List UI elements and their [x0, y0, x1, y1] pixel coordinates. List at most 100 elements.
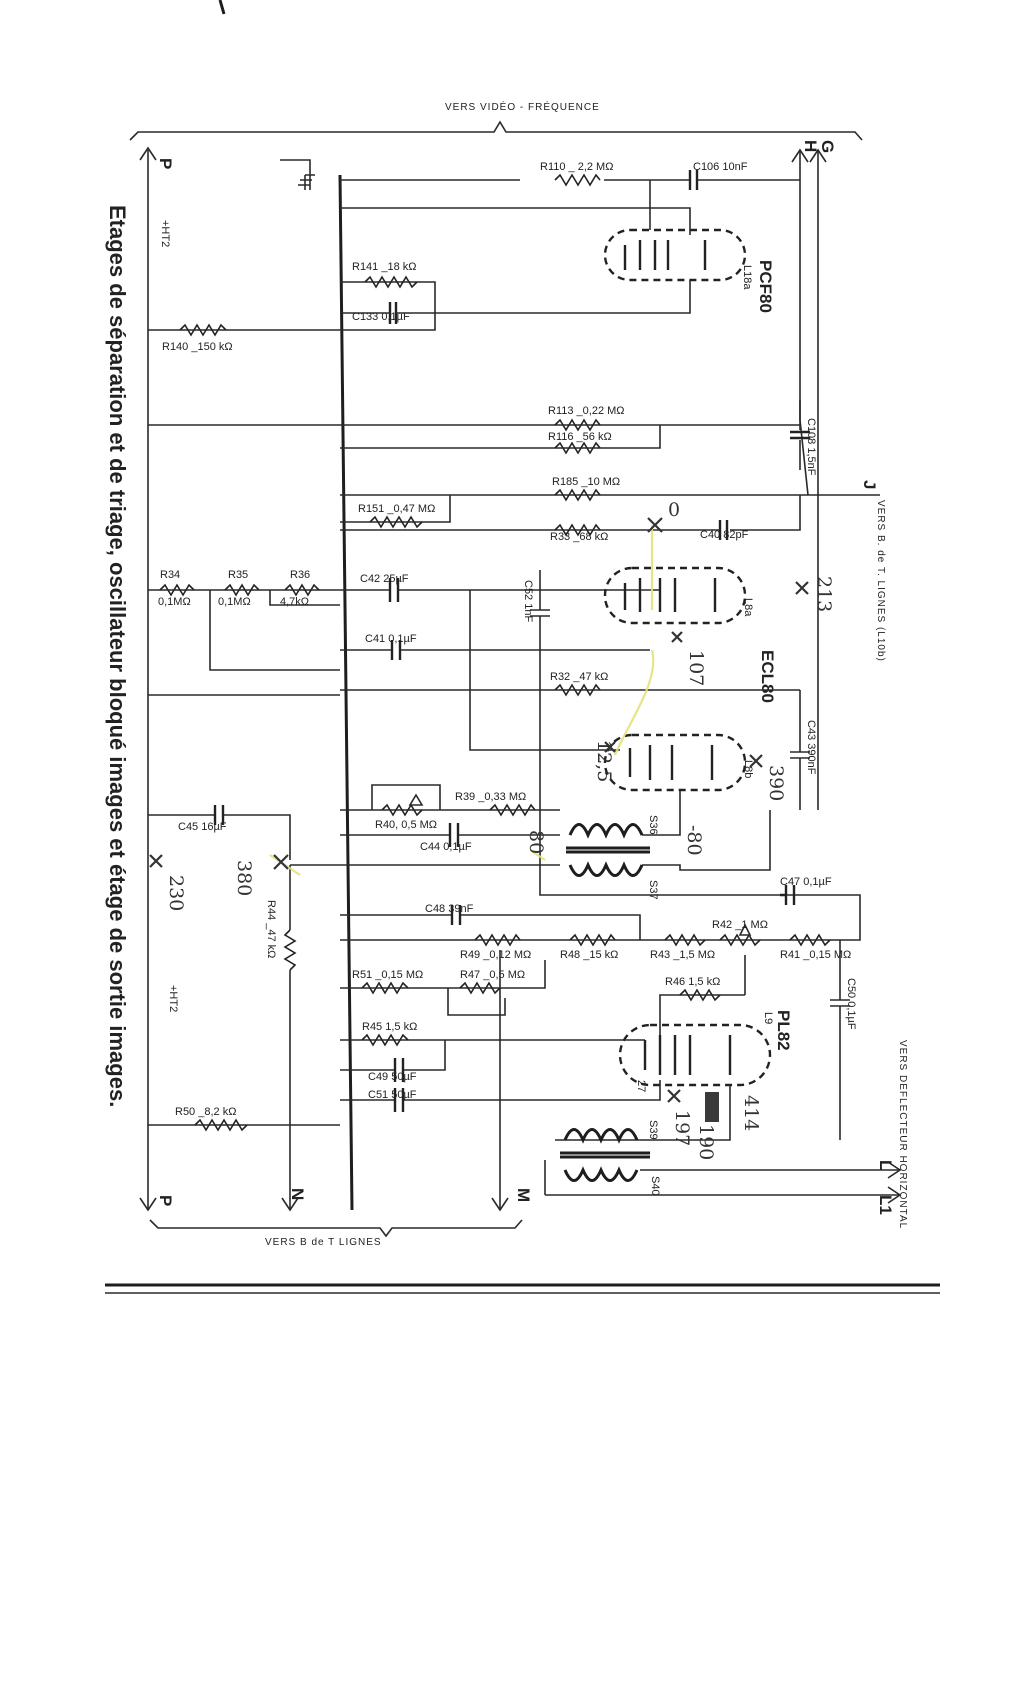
wire-c45: [148, 814, 291, 860]
tube-ref-l8a: L8a: [742, 598, 754, 617]
res-r110: [554, 173, 601, 187]
res-r39: [489, 803, 536, 817]
res-r185: [554, 488, 601, 502]
lbl-c52: C52 1nF: [522, 580, 534, 622]
lbl-c42: C42 25µF: [360, 573, 409, 585]
mark-x-5: [749, 754, 763, 768]
conn-m: M: [514, 1188, 533, 1202]
hand-197: 197: [671, 1110, 693, 1146]
res-r151: [369, 515, 423, 529]
res-r33: [554, 523, 601, 537]
lbl-c50: C50 0,1µF: [845, 978, 857, 1030]
ground-link: [280, 159, 311, 190]
tube-ecl80-b-electrodes: [628, 745, 714, 780]
wire-l8b-grid: [469, 590, 620, 751]
hand-390: 390: [765, 765, 787, 801]
wire-l-outputs: [545, 1169, 900, 1196]
lbl-r51: R51 _0,15 MΩ: [352, 969, 423, 981]
wire-r47-loop: [447, 988, 506, 1016]
res-r140: [179, 323, 227, 337]
arrow-m: [491, 1197, 509, 1212]
lbl-c45: C45 16µF: [178, 821, 227, 833]
arrow-g: [791, 148, 809, 163]
ht-bottom-note: +HT2: [167, 985, 179, 1012]
res-r50: [194, 1118, 248, 1132]
tube-ref-l9: L9: [762, 1012, 774, 1024]
lbl-r48: R48 _15 kΩ: [560, 949, 618, 961]
res-r32: [554, 683, 601, 697]
wire-r141-c133: [340, 281, 436, 331]
mark-x-7: [273, 854, 289, 870]
conn-n: N: [288, 1188, 307, 1200]
cap-c44: [448, 823, 460, 847]
lbl-r49: R49 _0,12 MΩ: [460, 949, 531, 961]
tube-name-pcf80: PCF80: [756, 260, 775, 313]
lbl-r39: R39 _0,33 MΩ: [455, 791, 526, 803]
conn-p-bottom: P: [156, 1195, 175, 1206]
lbl-r185: R185 _10 MΩ: [552, 476, 620, 488]
hand-0: 0: [668, 499, 680, 521]
wire-c133-out: [340, 280, 691, 314]
hand-190: 190: [695, 1124, 717, 1160]
transformer-s36-core: [566, 846, 650, 854]
mark-x-4: [604, 741, 616, 753]
cap-c108: [790, 430, 810, 440]
lbl-r33: R33 _68 kΩ: [550, 531, 608, 543]
res-r35: [224, 583, 260, 597]
lbl-c43: C43 390nF: [805, 720, 817, 775]
lbl-c40: C40 82pF: [700, 529, 749, 541]
wire-pcf-top: [340, 207, 691, 235]
wire-c50: [830, 940, 850, 1140]
hand-414: 414: [740, 1095, 762, 1131]
conn-l1: L1: [876, 1195, 895, 1215]
tube-ref-l8b: L8b: [742, 760, 754, 778]
top-bracket: [129, 120, 863, 141]
tube-pl82: [618, 1023, 772, 1087]
wire-c51: [340, 1080, 661, 1101]
pot-r40-wiper: [408, 793, 424, 806]
lbl-r113: R113 _0,22 MΩ: [548, 405, 625, 417]
arrow-h: [809, 148, 827, 163]
res-r41: [789, 933, 831, 947]
mark-x-6: [149, 854, 163, 868]
lbl-s39: S39: [647, 1120, 659, 1140]
wire-c47-loop: [340, 860, 861, 941]
res-r34: [159, 583, 195, 597]
cap-c47: [780, 885, 796, 905]
lbl-r50: R50 _8,2 kΩ: [175, 1106, 236, 1118]
lbl-r141: R141 _18 kΩ: [352, 261, 417, 273]
res-r48: [569, 933, 616, 947]
lbl-r151: R151 _0,47 MΩ: [358, 503, 435, 515]
cap-c41: [390, 640, 402, 660]
arrow-p-bottom: [139, 1197, 157, 1212]
conn-l: L: [876, 1160, 895, 1170]
bottom-bracket: [149, 1219, 523, 1238]
lbl-r140: R140 _150 kΩ: [162, 341, 233, 353]
arrow-p-top: [139, 146, 157, 161]
top-edge-mark: [218, 0, 226, 15]
lbl-r36-val: 4,7kΩ: [280, 596, 309, 608]
transformer-s39-core: [560, 1151, 650, 1159]
lbl-r40: R40, 0,5 MΩ: [375, 819, 437, 831]
lbl-r43: R43 _1,5 MΩ: [650, 949, 715, 961]
res-r40: [381, 803, 423, 817]
wire-r116: [340, 425, 661, 449]
arrow-n: [281, 1197, 299, 1212]
lbl-r36: R36: [290, 569, 310, 581]
wire-r33-c40: [340, 495, 801, 531]
highlight-trace-3: [529, 849, 546, 861]
lbl-r44: R44 _47 kΩ: [265, 900, 277, 958]
lbl-c106: C106 10nF: [693, 161, 748, 173]
lbl-r116: R116 _56 kΩ: [548, 431, 612, 443]
arrow-l-outputs: [887, 1161, 902, 1204]
res-r141: [364, 275, 418, 289]
lbl-r34: R34: [160, 569, 180, 581]
cap-c42: [388, 578, 400, 602]
cap-c106: [688, 170, 699, 190]
res-r45: [361, 1033, 409, 1047]
hand-107: 107: [685, 650, 707, 686]
wire-r46: [659, 994, 745, 1040]
res-r113: [554, 418, 601, 432]
lbl-c47: C47 0,1µF: [780, 876, 832, 888]
